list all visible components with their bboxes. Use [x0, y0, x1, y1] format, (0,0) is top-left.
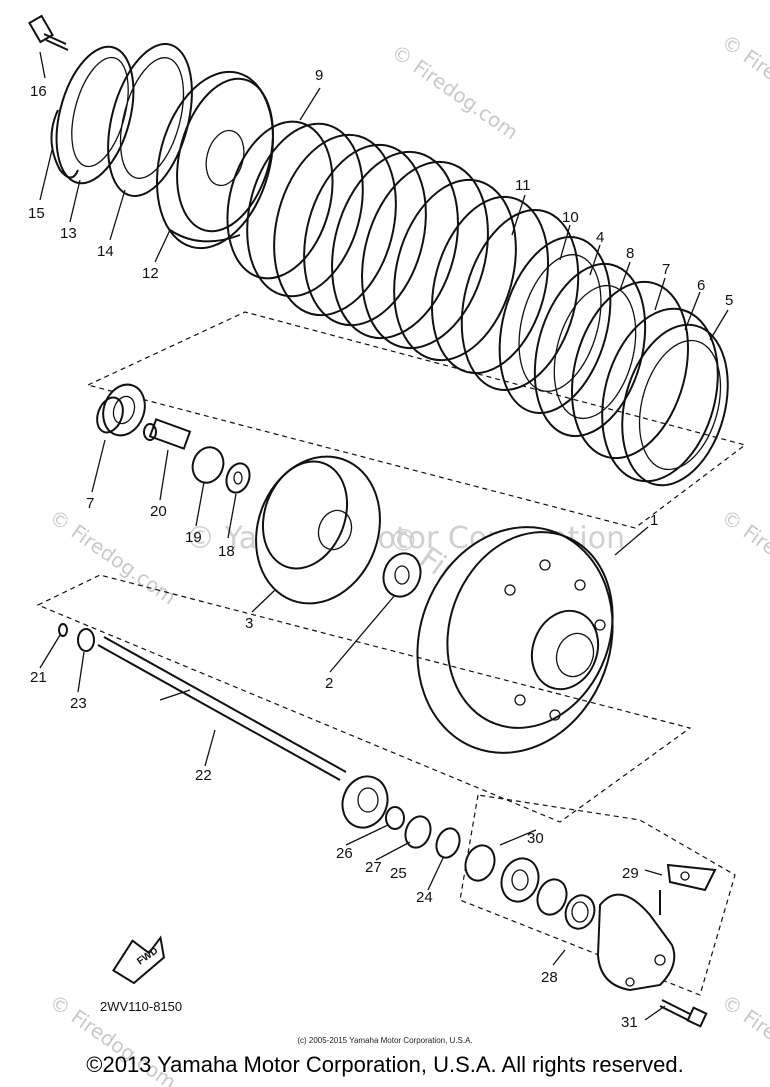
release-kit-30	[464, 844, 596, 930]
callout-11: 11	[515, 177, 531, 194]
callout-22: 22	[195, 767, 212, 784]
clutch-boss-12	[155, 70, 275, 250]
forward-arrow-icon: FWD	[112, 935, 166, 985]
callout-16: 16	[30, 83, 47, 100]
clutch-plate-stack	[226, 120, 580, 391]
callout-10: 10	[562, 209, 579, 226]
washer-24	[435, 827, 461, 859]
callout-19: 19	[185, 529, 202, 546]
callout-5: 5	[725, 292, 733, 309]
assembly-outline-middle	[36, 574, 692, 823]
callout-15: 15	[28, 205, 45, 222]
clutch-hub-3	[255, 455, 381, 605]
callout-27: 27	[365, 859, 382, 876]
assembly-outline-upper	[86, 311, 747, 529]
callout-31: 31	[621, 1014, 638, 1031]
bolt-31	[659, 999, 708, 1028]
callout-28: 28	[541, 969, 558, 986]
callout-25: 25	[390, 865, 407, 882]
callout-7-lower: 7	[86, 495, 94, 512]
callout-23: 23	[70, 695, 87, 712]
callout-20: 20	[150, 503, 167, 520]
collar-23	[77, 628, 95, 652]
assembly-outline-lower	[459, 794, 736, 996]
push-rod-20	[143, 418, 192, 450]
callout-1: 1	[650, 512, 658, 529]
callout-13: 13	[60, 225, 77, 242]
oil-seal	[341, 775, 389, 829]
small-copyright: (c) 2005-2015 Yamaha Motor Corporation, …	[297, 1036, 473, 1045]
release-housing-28	[596, 893, 676, 992]
bolt-16	[28, 14, 69, 51]
watermark-text: © Firedog.com	[45, 504, 181, 609]
pressure-plate-parts	[498, 236, 729, 487]
callout-9: 9	[315, 67, 323, 84]
callout-12: 12	[142, 265, 159, 282]
callout-6: 6	[697, 277, 705, 294]
o-ring-26	[385, 806, 405, 830]
washer-19	[191, 446, 225, 484]
callout-14: 14	[97, 243, 114, 260]
push-rod-22	[97, 636, 347, 781]
callout-3: 3	[245, 615, 253, 632]
callout-8: 8	[626, 245, 634, 262]
watermark-text: © Firedog.com	[717, 29, 770, 134]
callout-24: 24	[416, 889, 433, 906]
piston-25	[404, 815, 432, 849]
watermark-text: © Firedog.com	[387, 39, 523, 144]
callout-29: 29	[622, 865, 639, 882]
ring-18	[225, 462, 251, 494]
callout-26: 26	[336, 845, 353, 862]
footer-copyright: ©2013 Yamaha Motor Corporation, U.S.A. A…	[86, 1052, 684, 1077]
callout-4: 4	[596, 229, 604, 246]
leader-lines	[39, 51, 729, 1021]
callout-7-upper: 7	[662, 261, 670, 278]
primary-driven-gear-1	[416, 526, 614, 754]
callout-2: 2	[325, 675, 333, 692]
callout-21: 21	[30, 669, 47, 686]
bearing-7	[96, 383, 146, 437]
watermark-text: © Firedog.com	[717, 504, 770, 609]
callout-18: 18	[218, 543, 235, 560]
callout-labels: 16 15 13 14 12 9 11 10 4 8 7 6 5 7 20 19…	[28, 67, 733, 1031]
circlip-15	[50, 109, 79, 179]
circlip-21	[58, 623, 68, 637]
diagram-code: 2WV110-8150	[100, 999, 182, 1014]
release-lever-29	[659, 863, 717, 915]
callout-30: 30	[527, 830, 544, 847]
plate-13	[55, 45, 135, 185]
